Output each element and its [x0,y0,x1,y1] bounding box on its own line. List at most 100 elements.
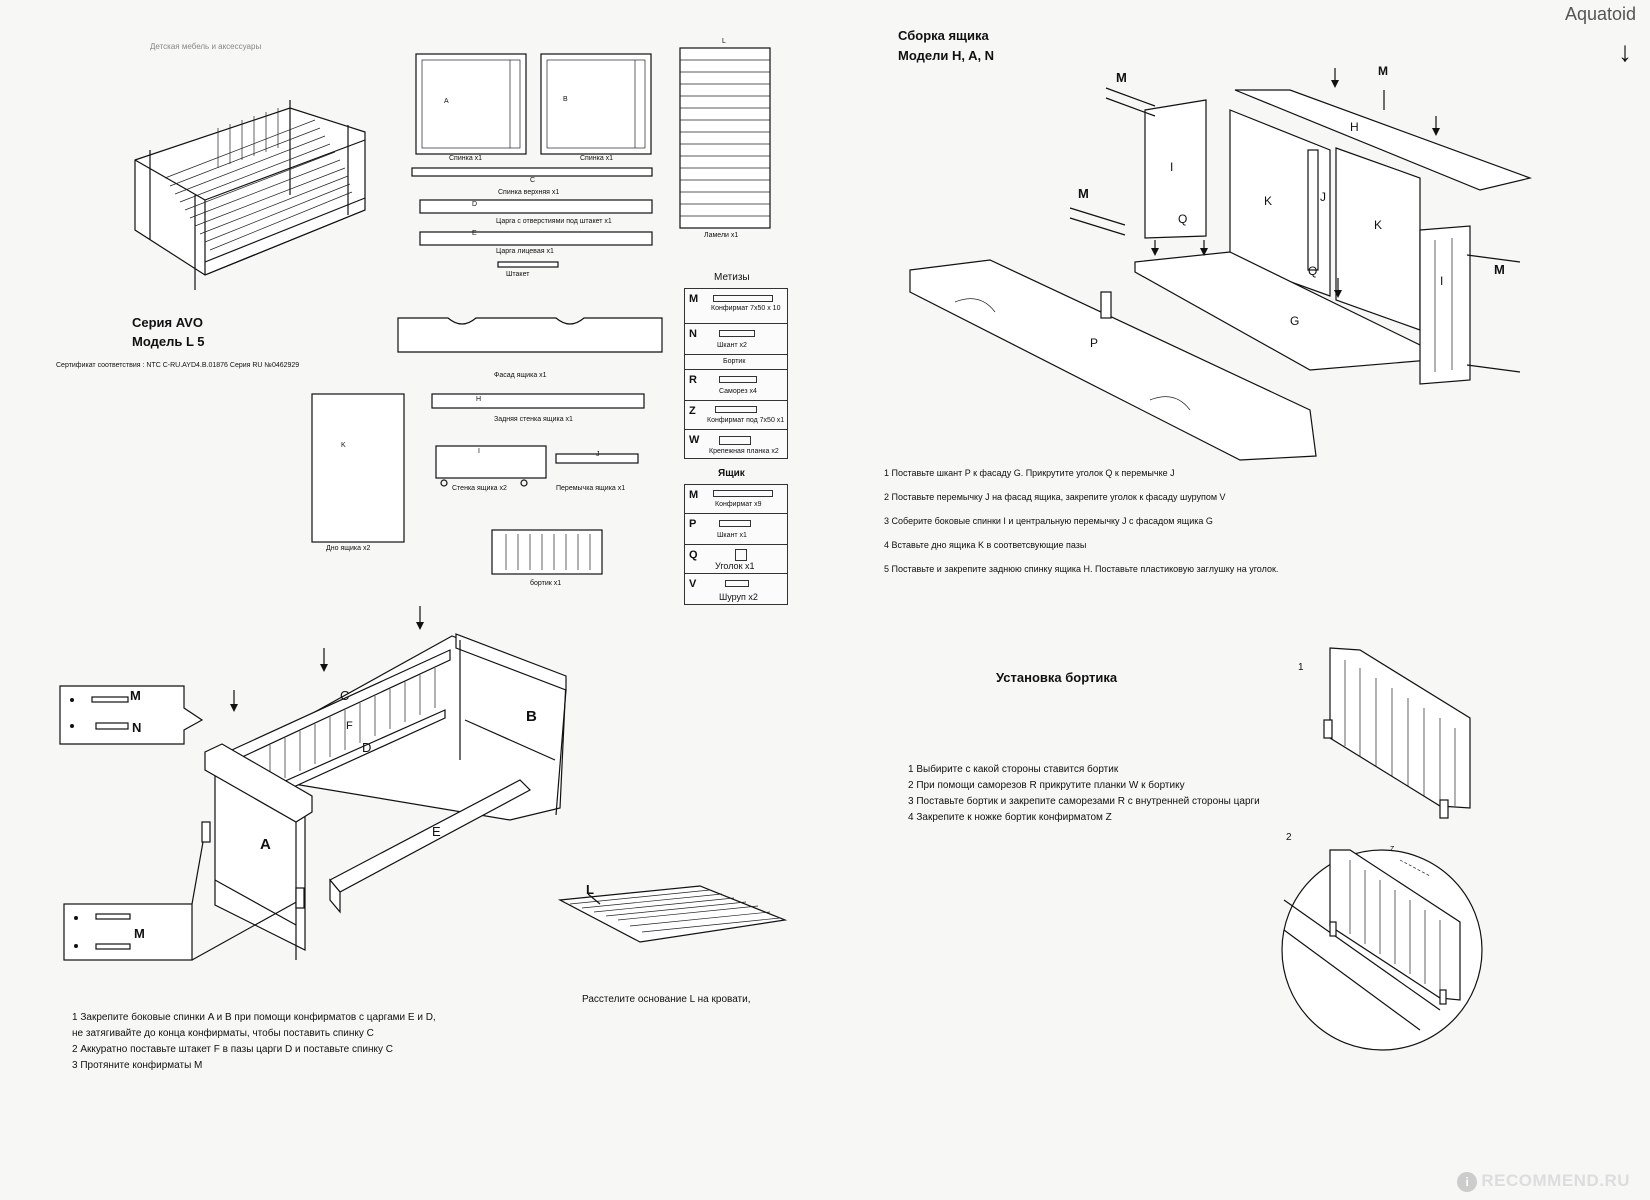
board-step: 1 Выбирите с какой стороны ставится борт… [908,764,1119,775]
bed-label-e: E [432,824,441,839]
part-l-label: L [722,38,726,45]
hw-text: Конфирмат 7х50 x 10 [711,305,781,312]
bed-assembly-drawing [59,606,567,961]
drawer-step: 5 Поставьте и закрепите заднюю спинку ящ… [884,564,1279,574]
board-caption: бортик х1 [530,580,562,587]
hw-row: Q Уголок x1 [685,545,787,574]
part-a-label: A [444,98,449,105]
hw-text: Шкант x1 [717,532,747,539]
part-e-caption: Царга лицевая x1 [496,248,554,255]
drawer-step: 4 Вставьте дно ящика K в соответсвующие … [884,540,1087,550]
hw-text: Шкант x2 [717,342,747,349]
part-j-caption: Перемычка ящика х1 [556,485,626,492]
recommend-site: RECOMMEND.RU [1481,1171,1630,1190]
yashchik-table: M Конфирмат x9 P Шкант x1 Q Уголок x1 V … [684,484,788,605]
hw-text: Крепежная планка x2 [709,448,779,455]
part-i-label: I [478,448,480,455]
board-install-title: Установка бортика [996,670,1118,685]
recommend-logo-icon: i [1457,1172,1478,1192]
bed-step: 3 Протяните конфирматы M [72,1060,203,1071]
drawer-title-line2: Модели H, A, N [898,48,995,63]
slats-assembled [557,885,788,943]
bracket-icon [735,549,747,561]
drawer-assembly-drawing [909,68,1533,461]
bed-label-a: A [260,836,271,853]
part-h-label: H [476,396,482,403]
drawer-label-p: P [1090,336,1099,350]
hw-text: Уголок x1 [715,561,755,571]
hw-letter: V [689,578,697,590]
board-fig1-number: 1 [1298,662,1304,673]
slats-label: L [586,882,594,897]
board-step: 2 При помощи саморезов R прикрутите план… [908,780,1185,791]
part-i-caption: Стенка ящика х2 [452,485,507,492]
part-a-caption: Спинка х1 [449,155,483,162]
hw-row: M Конфирмат 7х50 x 10 [685,289,787,324]
hw-row: Z Конфирмат под 7х50 x1 [685,401,787,430]
part-k-caption: Дно ящика х2 [326,545,371,552]
hw-row: V Шуруп x2 [685,574,787,604]
part-b-label: B [563,96,568,103]
bed-label-m2: M [134,926,145,941]
part-h-caption: Задняя стенка ящика х1 [494,416,573,423]
drawer-label-m2: M [1078,186,1089,201]
catalog-subtitle: Детская мебель и аксессуары [150,42,262,51]
part-j-label: J [596,451,600,458]
part-f-caption: Штакет [506,271,530,278]
hw-row: R Саморез x4 [685,370,787,401]
dowel-icon [719,330,755,337]
confirmat-icon [713,295,773,302]
yashchik-title: Ящик [718,468,745,479]
part-d-caption: Царга с отверстиями под штакет х1 [496,218,612,225]
mounting-plate-icon [719,436,751,445]
hw-text: Шуруп x2 [719,592,758,602]
corner-mark-icon: ↓ [1618,36,1632,67]
drawer-label-k2: K [1374,218,1383,232]
z-label: Z [1390,846,1395,853]
part-e-label: E [472,230,477,237]
hw-text: Конфирмат под 7х50 x1 [707,417,785,424]
confirmat-icon [715,406,757,413]
hw-row: Бортик [685,355,787,370]
part-b-caption: Спинка х1 [580,155,614,162]
dowel-icon [719,520,751,527]
drawer-label-q2: Q [1308,264,1318,278]
drawer-label-k1: K [1264,194,1273,208]
drawer-label-h: H [1350,120,1359,134]
drawer-label-i2: I [1440,274,1444,288]
drawer-label-q1: Q [1178,212,1188,226]
board-fig1 [1323,647,1471,819]
hw-letter: W [689,434,700,446]
metizy-table: M Конфирмат 7х50 x 10 N Шкант x2 Бортик … [684,288,788,459]
bed-label-d: D [362,740,372,755]
drawer-label-m4: M [1494,262,1505,277]
bed-label-b: B [526,708,537,725]
part-l-caption: Ламели х1 [704,232,739,239]
board-fig2 [1281,849,1483,1051]
drawer-label-m3: M [1378,64,1388,78]
metizy-title: Метизы [714,272,750,283]
drawer-label-j: J [1320,190,1326,204]
drawer-step: 1 Поставьте шкант P к фасаду G. Прикрути… [884,468,1175,478]
bed-step: 2 Аккуратно поставьте штакет F в пазы ца… [72,1044,393,1055]
hw-row: M Конфирмат x9 [685,485,787,514]
hw-letter: Z [689,405,696,417]
screw-icon [719,376,757,383]
hw-text: Бортик [723,358,746,365]
daybed-illustration [134,100,366,290]
bed-label-c: C [340,688,350,703]
drawer-label-g: G [1290,314,1300,328]
hw-text: Саморез x4 [719,388,757,395]
slats-caption: Расстелите основание L на кровати, [582,994,751,1005]
model-label: Модель L 5 [132,334,205,349]
hw-row: N Шкант x2 [685,324,787,355]
confirmat-icon [713,490,773,497]
bed-label-f: F [346,720,353,732]
screw-icon [725,580,749,587]
part-d-label: D [472,201,478,208]
aquatoid-brand: Aquatoid [1564,4,1636,24]
hw-letter: R [689,374,697,386]
drawer-title-line1: Сборка ящика [898,28,989,43]
certificate-text: Сертификат соответствия : NTC C-RU.AYD4.… [56,362,300,369]
